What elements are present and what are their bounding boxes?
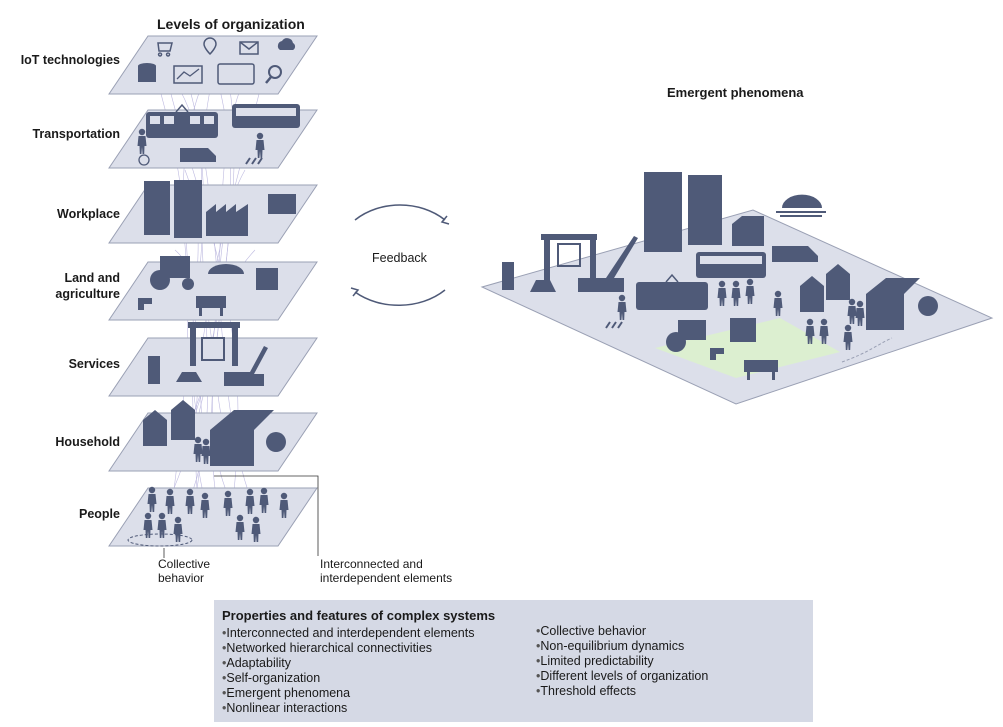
properties-list-left: Interconnected and interdependent elemen…: [222, 626, 475, 716]
van-icon: [180, 148, 216, 162]
plane-transportation: [108, 103, 318, 169]
property-item: Emergent phenomena: [222, 686, 475, 701]
tap-icon: [710, 348, 724, 360]
interconnected-annotation: Interconnected and interdependent elemen…: [320, 557, 453, 585]
property-item: Non-equilibrium dynamics: [536, 639, 708, 654]
property-item: Self-organization: [222, 671, 475, 686]
feedback-label: Feedback: [372, 251, 427, 265]
plane-household: [108, 400, 318, 472]
mail-icon: [239, 41, 259, 55]
collective-behavior-annotation: Collective behavior: [158, 557, 211, 585]
property-item: Adaptability: [222, 656, 475, 671]
crane-truck-icon: [224, 346, 268, 386]
tablet-icon: [217, 63, 255, 85]
search-icon: [268, 65, 282, 79]
bus-icon: [696, 252, 766, 278]
skyscraper-icon: [644, 172, 682, 252]
sun-icon: [208, 264, 244, 274]
property-item: Networked hierarchical connectivities: [222, 641, 475, 656]
properties-title: Properties and features of complex syste…: [222, 608, 496, 623]
property-item: Threshold effects: [536, 684, 708, 699]
level-label-household: Household: [55, 435, 120, 449]
plane-land: [108, 256, 318, 321]
tap-icon: [138, 298, 152, 310]
level-label-land: Land and agriculture: [55, 271, 120, 301]
office-icon: [688, 175, 722, 245]
emergent-city: [480, 172, 994, 405]
level-label-workplace: Workplace: [57, 207, 120, 221]
location-icon: [203, 37, 217, 56]
plane-people: [108, 486, 318, 547]
property-item: Collective behavior: [536, 624, 708, 639]
feedback-arrows: [350, 204, 450, 306]
monitor-icon: [173, 65, 203, 84]
tram-icon: [636, 282, 708, 310]
factory-icon: [732, 216, 764, 246]
van-icon: [772, 246, 818, 262]
property-item: Limited predictability: [536, 654, 708, 669]
cow-icon: [744, 360, 778, 380]
gas-pump-icon: [502, 262, 514, 290]
gas-pump-icon: [148, 356, 160, 384]
sun-icon: [782, 194, 822, 208]
property-item: Interconnected and interdependent elemen…: [222, 626, 474, 641]
level-label-iot: IoT technologies: [20, 53, 120, 67]
factory-icon: [206, 204, 248, 236]
plane-workplace: [108, 180, 318, 244]
cart-icon: [157, 42, 173, 57]
house-icon: [800, 276, 824, 312]
levels-title: Levels of organization: [157, 16, 305, 32]
plane-iot: [108, 35, 318, 95]
office-icon: [174, 180, 202, 238]
plane-services: [108, 322, 318, 397]
level-label-people: People: [79, 507, 120, 521]
cow-icon: [196, 296, 226, 316]
repair-shop-icon: [188, 322, 240, 328]
properties-box: Properties and features of complex syste…: [214, 600, 813, 722]
skyscraper-icon: [144, 181, 170, 235]
properties-list-right: Collective behavior Non-equilibrium dyna…: [536, 624, 708, 699]
repair-shop-icon: [541, 234, 597, 240]
property-item: Different levels of organization: [536, 669, 708, 684]
house-icon: [143, 410, 167, 446]
property-item: Nonlinear interactions: [222, 701, 475, 716]
tram-icon: [146, 112, 218, 138]
emergent-title: Emergent phenomena: [667, 85, 804, 100]
level-label-services: Services: [68, 357, 120, 371]
crane-truck-icon: [578, 236, 638, 292]
cloud-icon: [277, 38, 296, 50]
level-label-transportation: Transportation: [32, 127, 120, 141]
